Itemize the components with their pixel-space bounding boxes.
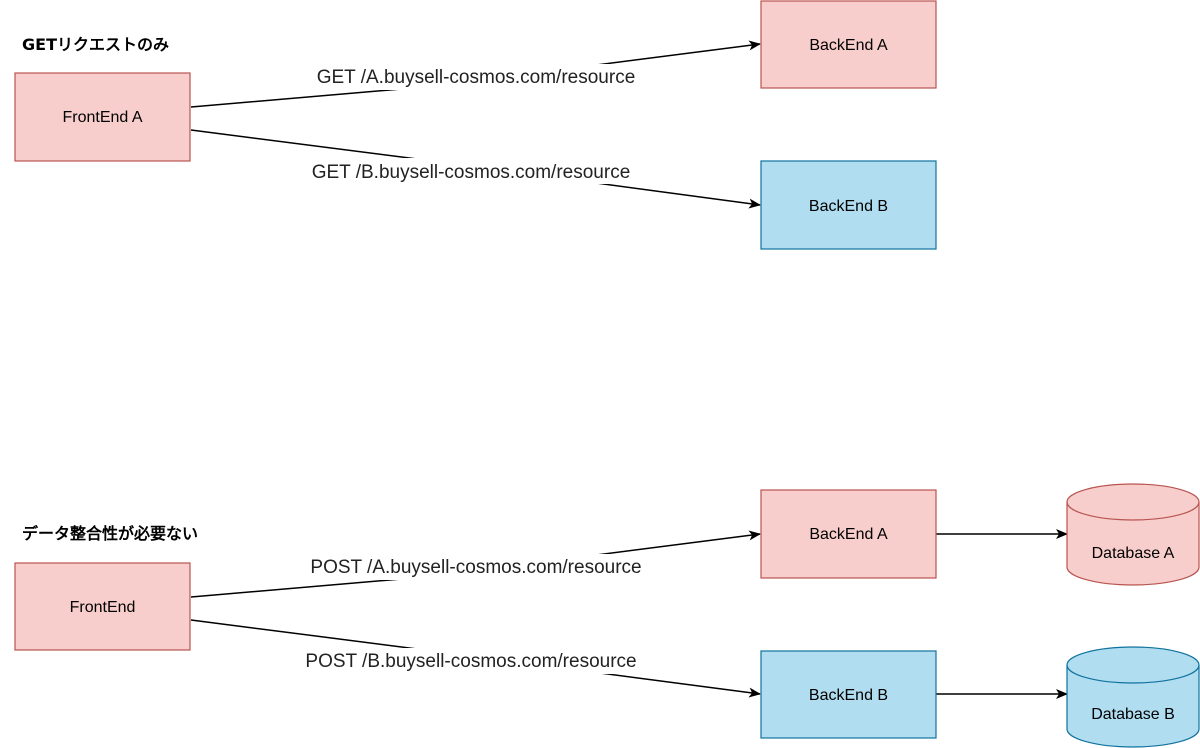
edge-label-post-b: POST /B.buysell-cosmos.com/resource bbox=[305, 651, 636, 672]
edge-label-get-a: GET /A.buysell-cosmos.com/resource bbox=[317, 67, 636, 88]
node-database-a[interactable]: Database A bbox=[1066, 483, 1200, 586]
node-database-b-label: Database B bbox=[1091, 706, 1175, 723]
bottom-heading: データ整合性が必要ない bbox=[22, 524, 198, 543]
node-frontend[interactable]: FrontEnd bbox=[14, 562, 191, 651]
node-frontend-label: FrontEnd bbox=[70, 599, 136, 616]
node-backend-b-bottom-label: BackEnd B bbox=[809, 687, 888, 704]
edge-label-bg bbox=[296, 158, 648, 184]
edge-label-bg bbox=[288, 648, 654, 674]
node-backend-a-label: BackEnd A bbox=[809, 37, 888, 54]
node-backend-a-bottom[interactable]: BackEnd A bbox=[760, 489, 937, 579]
node-database-b[interactable]: Database B bbox=[1066, 646, 1200, 748]
top-heading: GETリクエストのみ bbox=[22, 35, 169, 54]
edge-label-bg bbox=[292, 554, 660, 580]
node-backend-b-label: BackEnd B bbox=[809, 198, 888, 215]
node-backend-a-bottom-label: BackEnd A bbox=[809, 526, 888, 543]
bottom-section: データ整合性が必要ない POST /A.buysell-cosmos.com/r… bbox=[14, 483, 1200, 748]
node-database-a-label: Database A bbox=[1092, 545, 1175, 562]
top-section: GETリクエストのみ GET /A.buysell-cosmos.com/res… bbox=[14, 0, 937, 250]
edge-label-get-b: GET /B.buysell-cosmos.com/resource bbox=[312, 162, 631, 183]
node-backend-b[interactable]: BackEnd B bbox=[760, 160, 937, 250]
edge-label-bg bbox=[300, 64, 652, 90]
node-backend-b-bottom[interactable]: BackEnd B bbox=[760, 650, 937, 739]
node-frontend-a-label: FrontEnd A bbox=[62, 109, 142, 126]
node-frontend-a[interactable]: FrontEnd A bbox=[14, 72, 191, 162]
edge-label-post-a: POST /A.buysell-cosmos.com/resource bbox=[310, 557, 641, 578]
node-backend-a[interactable]: BackEnd A bbox=[760, 0, 937, 89]
